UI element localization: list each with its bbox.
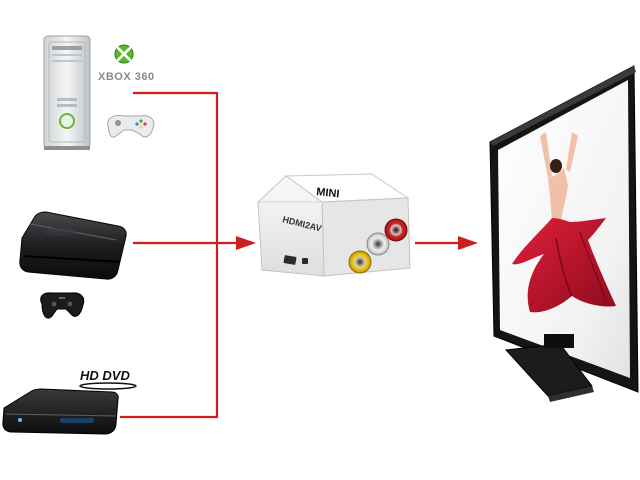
- converter-brand-label: MINI: [316, 186, 340, 200]
- dvd-connector-line: [120, 243, 219, 419]
- rca-yellow-port-icon: [348, 250, 372, 274]
- xbox-360-console: [43, 35, 91, 150]
- playstation-3-console: [19, 211, 127, 280]
- rca-white-port-icon: [366, 232, 390, 256]
- rca-red-port-icon: [384, 218, 408, 242]
- hddvd-brand-label: HD DVD: [80, 368, 130, 383]
- tv-input-arrow-icon: [458, 236, 478, 250]
- hddvd-logo-icon: HD DVD: [79, 368, 137, 390]
- ps3-controller-icon: [40, 292, 85, 319]
- xbox-logo-icon: [114, 44, 134, 64]
- mini-hdmi-to-av-converter: MINI HDMI2AV: [257, 173, 411, 277]
- power-port-icon: [302, 258, 308, 264]
- xbox-controller-icon: [107, 115, 155, 138]
- connector-lines: [120, 91, 462, 419]
- hd-dvd-player: [2, 388, 119, 435]
- xbox-connector-line: [133, 91, 219, 243]
- flat-screen-tv: [489, 65, 639, 402]
- xbox-brand-label: XBOX 360: [98, 71, 155, 83]
- converter-input-arrow-icon: [236, 236, 256, 250]
- hdmi-port-icon: [283, 255, 297, 265]
- dancer-image: [512, 132, 616, 313]
